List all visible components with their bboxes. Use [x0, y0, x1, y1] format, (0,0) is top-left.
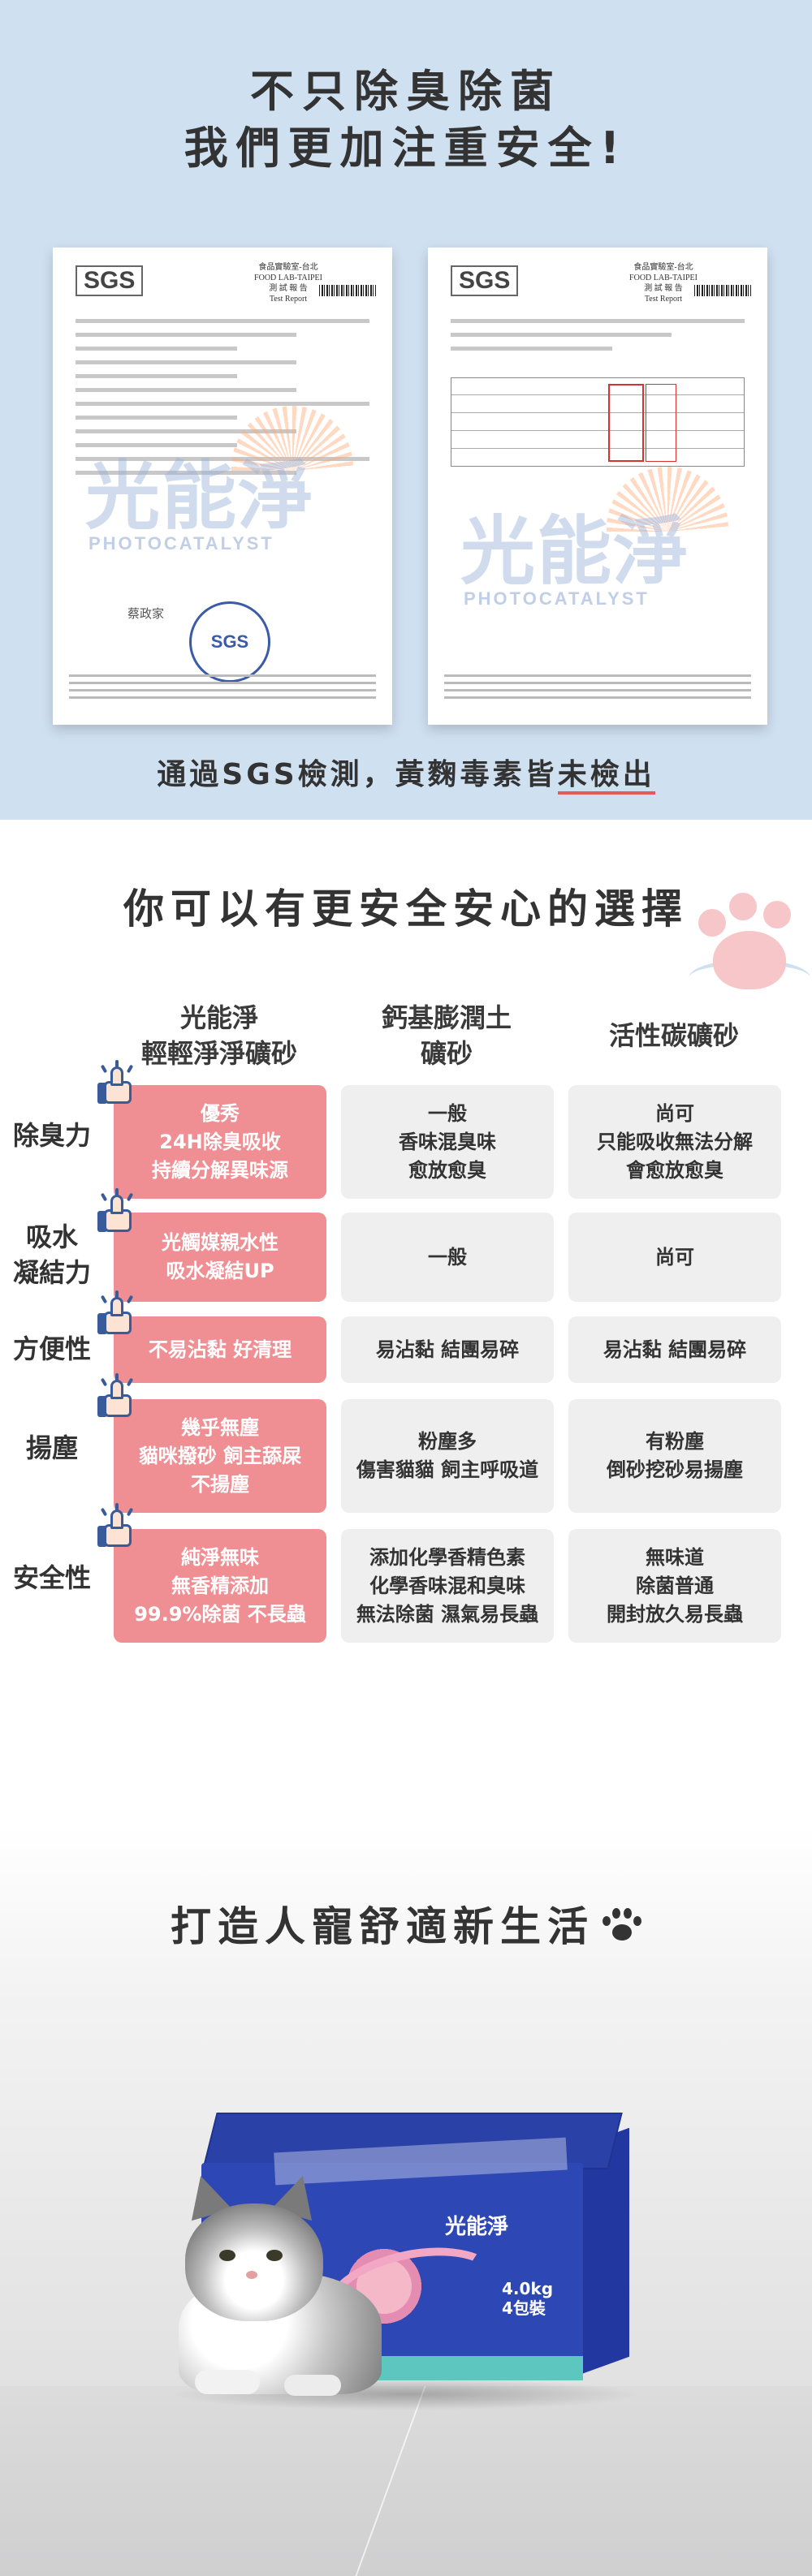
result-highlight-box [646, 384, 676, 462]
cell-calcium: 易沾黏 結團易碎 [341, 1316, 554, 1383]
result-table [451, 377, 745, 467]
thumbs-up-icon [97, 1373, 140, 1420]
column-header-calcium: 鈣基膨潤土 礦砂 [381, 1002, 512, 1069]
barcode-icon [694, 285, 751, 296]
barcode-icon [319, 285, 376, 296]
cell-carbon: 無味道除菌普通開封放久易長蟲 [568, 1529, 781, 1643]
cell-carbon: 有粉塵倒砂挖砂易揚塵 [568, 1399, 781, 1513]
report-footer [69, 674, 376, 704]
cell-calcium: 添加化學香精色素化學香味混和臭味無法除菌 濕氣易長蟲 [341, 1529, 554, 1643]
thumbs-up-icon [97, 1503, 140, 1550]
row-label-dust: 揚塵 [25, 1432, 78, 1463]
report-footer [444, 674, 751, 704]
lifestyle-section: 打造人寵舒適新生活 光能淨 4.0kg 4包裝 [0, 1826, 812, 2576]
sgs-report-2: SGS 食品實驗室-台北 FOOD LAB-TAIPEI 測 試 報 告 Tes… [428, 248, 767, 725]
caption-highlight: 未檢出 [557, 758, 655, 795]
box-brand: 光能淨 [445, 2215, 509, 2239]
paw-icon [601, 1908, 641, 1944]
sgs-seal: SGS [189, 601, 270, 683]
cell-calcium: 粉塵多傷害貓貓 飼主呼吸道 [341, 1399, 554, 1513]
report-text-lines [451, 319, 745, 360]
row-label-absorb: 吸水 凝結力 [12, 1221, 91, 1288]
cell-calcium: 一般香味混臭味愈放愈臭 [341, 1085, 554, 1199]
report-lab-header: 食品實驗室-台北 FOOD LAB-TAIPEI 測 試 報 告 Test Re… [254, 263, 322, 304]
signature-stamp: 蔡政家 [127, 606, 165, 621]
cell-carbon: 易沾黏 結團易碎 [568, 1316, 781, 1383]
cell-ours: 光觸媒親水性吸水凝結UP [114, 1213, 326, 1302]
thumbs-up-icon [97, 1060, 140, 1107]
thumbs-up-icon [97, 1188, 140, 1235]
watermark-en: PHOTOCATALYST [464, 588, 650, 609]
cell-carbon: 尚可只能吸收無法分解會愈放愈臭 [568, 1085, 781, 1199]
result-highlight-box [608, 384, 644, 462]
column-header-carbon: 活性碳礦砂 [608, 1020, 739, 1051]
thumbs-up-icon [97, 1290, 140, 1338]
sgs-logo: SGS [451, 265, 519, 296]
cat-paw-illustration [689, 886, 810, 992]
cat-photo [162, 2169, 398, 2396]
column-header-ours: 光能淨 輕輕淨淨礦砂 [140, 1002, 297, 1069]
cell-ours: 幾乎無塵貓咪撥砂 飼主舔屎不揚塵 [114, 1399, 326, 1513]
sgs-logo: SGS [76, 265, 144, 296]
sgs-title-line1: 不只除臭除菌 [250, 66, 562, 117]
watermark-en: PHOTOCATALYST [89, 533, 274, 554]
comparison-title: 你可以有更安全安心的選擇 [123, 885, 689, 933]
sgs-title-line2: 我們更加注重安全! [184, 123, 628, 174]
sgs-caption: 通過SGS檢測，黃麴毒素皆未檢出 [0, 751, 812, 795]
row-label-deodor: 除臭力 [12, 1120, 91, 1151]
watermark-cn: 光能淨 [85, 453, 315, 540]
box-weight: 4.0kg 4包裝 [502, 2279, 554, 2318]
row-label-convenience: 方便性 [12, 1333, 91, 1364]
report-text-lines [76, 319, 369, 485]
sgs-section: 不只除臭除菌 我們更加注重安全! SGS 食品實驗室-台北 FOOD LAB-T… [0, 0, 812, 820]
floor [0, 2386, 812, 2576]
lifestyle-title: 打造人寵舒適新生活 [0, 1894, 812, 1953]
report-lab-header: 食品實驗室-台北 FOOD LAB-TAIPEI 測 試 報 告 Test Re… [629, 263, 698, 304]
row-label-safety: 安全性 [12, 1562, 91, 1593]
cell-ours: 不易沾黏 好清理 [114, 1316, 326, 1383]
cell-carbon: 尚可 [568, 1213, 781, 1302]
cell-calcium: 一般 [341, 1213, 554, 1302]
sgs-report-1: SGS 食品實驗室-台北 FOOD LAB-TAIPEI 測 試 報 告 Tes… [53, 248, 392, 725]
comparison-section: 你可以有更安全安心的選擇 光能淨 輕輕淨淨礦砂 鈣基膨潤土 礦砂 活性碳礦砂 除… [0, 820, 812, 1826]
watermark-cn: 光能淨 [460, 508, 690, 595]
